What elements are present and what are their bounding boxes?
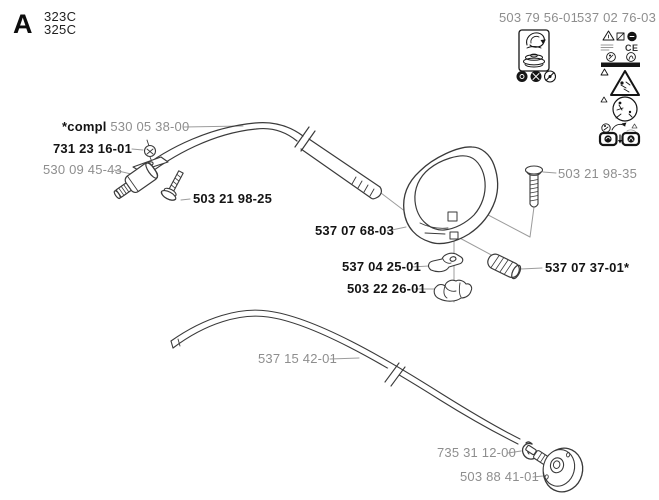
label-locknut: 731 23 16-01 <box>53 141 133 156</box>
label-support-wheel: 503 88 41-01 <box>460 469 540 484</box>
label-spool-decal: 503 79 56-01 <box>499 10 579 25</box>
label-handle-spacer: 537 07 37-01* <box>545 260 630 275</box>
model-numbers: 323C 325C <box>44 9 77 37</box>
loop-handle-part <box>403 146 499 245</box>
spool-decal-graphic <box>516 29 557 83</box>
coupling-screw-part <box>160 170 184 201</box>
label-handle-clamp: 537 04 25-01 <box>342 259 422 274</box>
label-drive-shaft: 537 15 42-01 <box>258 351 338 366</box>
upper-shaft <box>137 122 382 200</box>
label-shaft-assembly-number: 530 05 38-00 <box>110 119 190 134</box>
label-shaft-assembly-prefix: *compl <box>62 119 107 134</box>
drive-shaft-part <box>170 309 521 445</box>
warning-decal-graphic: CE <box>598 30 641 147</box>
locknut-part <box>143 139 157 163</box>
label-shaft-assembly: *compl 530 05 38-00 <box>62 120 189 133</box>
handle-clamp-part <box>428 252 464 273</box>
model-line-2: 325C <box>44 21 77 37</box>
coupling-part <box>113 162 159 200</box>
label-loop-handle: 537 07 68-03 <box>315 223 395 238</box>
wing-nut-part <box>433 279 473 302</box>
label-coupling-screw: 503 21 98-25 <box>193 191 273 206</box>
label-coupling: 530 09 45-43 <box>43 162 123 177</box>
support-wheel-part <box>542 447 584 493</box>
model-line-1: 323C <box>44 9 77 24</box>
section-letter: A <box>13 9 33 39</box>
label-wing-nut: 503 22 26-01 <box>347 281 427 296</box>
label-handle-screw: 503 21 98-35 <box>558 166 638 181</box>
label-retainer-clip: 735 31 12-00 <box>437 445 517 460</box>
label-warning-decal: 537 02 76-03 <box>577 10 657 25</box>
handle-screw-part <box>524 165 544 208</box>
handle-spacer-part <box>487 253 522 280</box>
ce-mark: CE <box>625 43 639 53</box>
